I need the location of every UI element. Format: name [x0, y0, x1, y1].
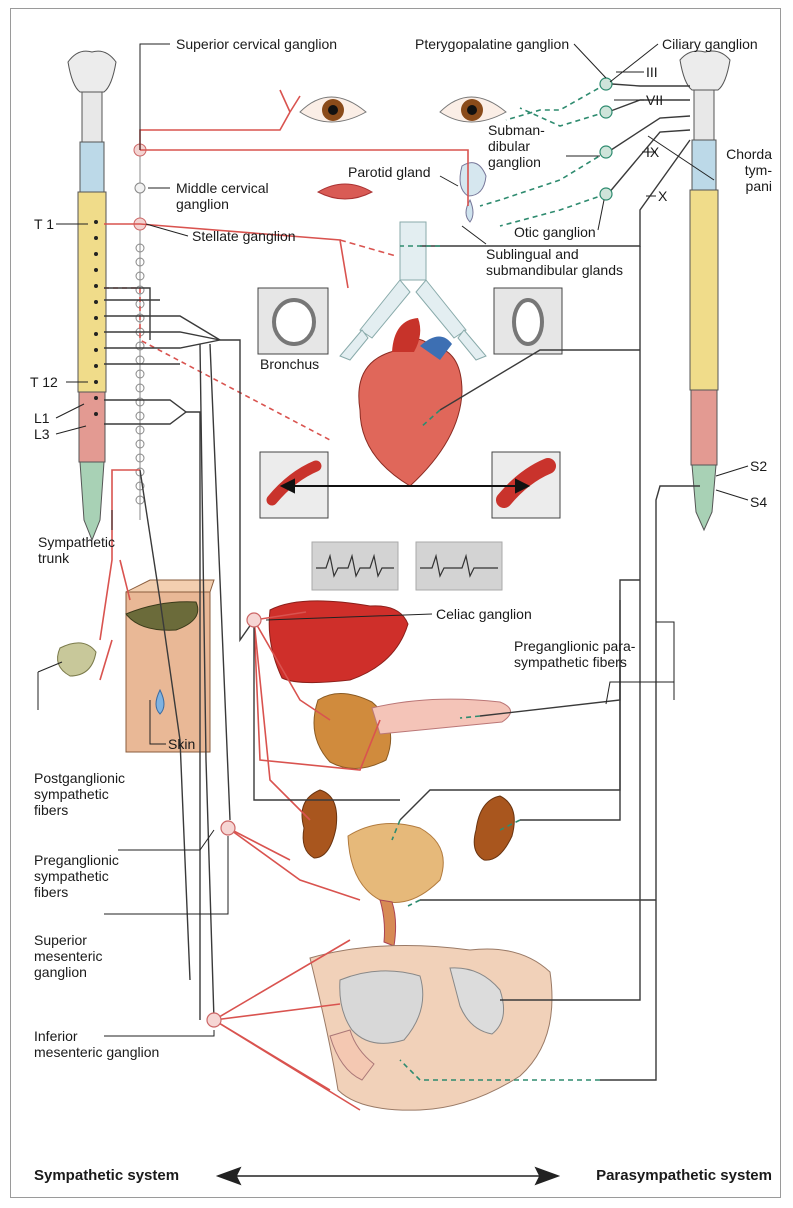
kidneys-intestines: [302, 790, 514, 946]
lips-illustration: [318, 184, 372, 199]
left-spinal-cord: [68, 51, 116, 540]
right-eye-illustration: [440, 97, 506, 122]
label-inferior-mesenteric-ganglion: Inferior mesenteric ganglion: [34, 1028, 159, 1060]
label-celiac-ganglion: Celiac ganglion: [436, 606, 532, 622]
label-l3: L3: [34, 426, 50, 442]
label-nerve-iii: III: [646, 64, 658, 80]
label-otic-ganglion: Otic ganglion: [514, 224, 596, 240]
label-t12: T 12: [30, 374, 58, 390]
parotid-gland-illustration: [460, 163, 486, 222]
label-s2: S2: [750, 458, 767, 474]
bronchus-panel-left: [258, 288, 328, 354]
label-nerve-x: X: [658, 188, 667, 204]
label-parasympathetic-system: Parasympathetic system: [560, 1168, 772, 1184]
label-s4: S4: [750, 494, 767, 510]
label-postganglionic-sympathetic-fibers: Postganglionic sympathetic fibers: [34, 770, 125, 818]
label-parotid-gland: Parotid gland: [348, 164, 431, 180]
label-nerve-ix: IX: [646, 144, 659, 160]
label-sympathetic-trunk: Sympathetic trunk: [38, 534, 115, 566]
label-sublingual-submandibular-glands: Sublingual and submandibular glands: [486, 246, 623, 278]
left-eye-illustration: [300, 97, 366, 122]
bronchus-panel-right: [494, 288, 562, 354]
ecg-strip-left: [312, 542, 398, 590]
label-t1: T 1: [34, 216, 54, 232]
label-nerve-vii: VII: [646, 92, 663, 108]
label-bronchus: Bronchus: [260, 356, 319, 372]
label-preganglionic-parasympathetic-fibers: Preganglionic para- sympathetic fibers: [514, 638, 635, 670]
skin-illustration: [58, 580, 214, 752]
label-preganglionic-sympathetic-fibers: Preganglionic sympathetic fibers: [34, 852, 119, 900]
label-sympathetic-system: Sympathetic system: [34, 1168, 179, 1184]
heart-illustration: [359, 318, 462, 486]
label-pterygopalatine-ganglion: Pterygopalatine ganglion: [415, 36, 569, 52]
pelvis-illustration: [310, 946, 552, 1111]
right-spinal-cord: [680, 51, 730, 530]
ecg-strip-right: [416, 542, 502, 590]
label-chorda-tympani: Chorda tym- pani: [712, 146, 772, 194]
label-superior-cervical-ganglion: Superior cervical ganglion: [176, 36, 337, 52]
label-skin: Skin: [168, 736, 195, 752]
label-stellate-ganglion: Stellate ganglion: [192, 228, 296, 244]
label-superior-mesenteric-ganglion: Superior mesenteric ganglion: [34, 932, 102, 980]
label-l1: L1: [34, 410, 50, 426]
system-direction-arrow: [218, 1168, 558, 1184]
liver-illustration: [269, 601, 408, 683]
label-middle-cervical-ganglion: Middle cervical ganglion: [176, 180, 269, 212]
stomach-pancreas-illustration: [314, 693, 511, 768]
parasympathetic-ganglia: [600, 78, 612, 200]
sympathetic-ganglia: [207, 613, 261, 1027]
label-ciliary-ganglion: Ciliary ganglion: [662, 36, 758, 52]
label-submandibular-ganglion: Subman- dibular ganglion: [488, 122, 545, 170]
